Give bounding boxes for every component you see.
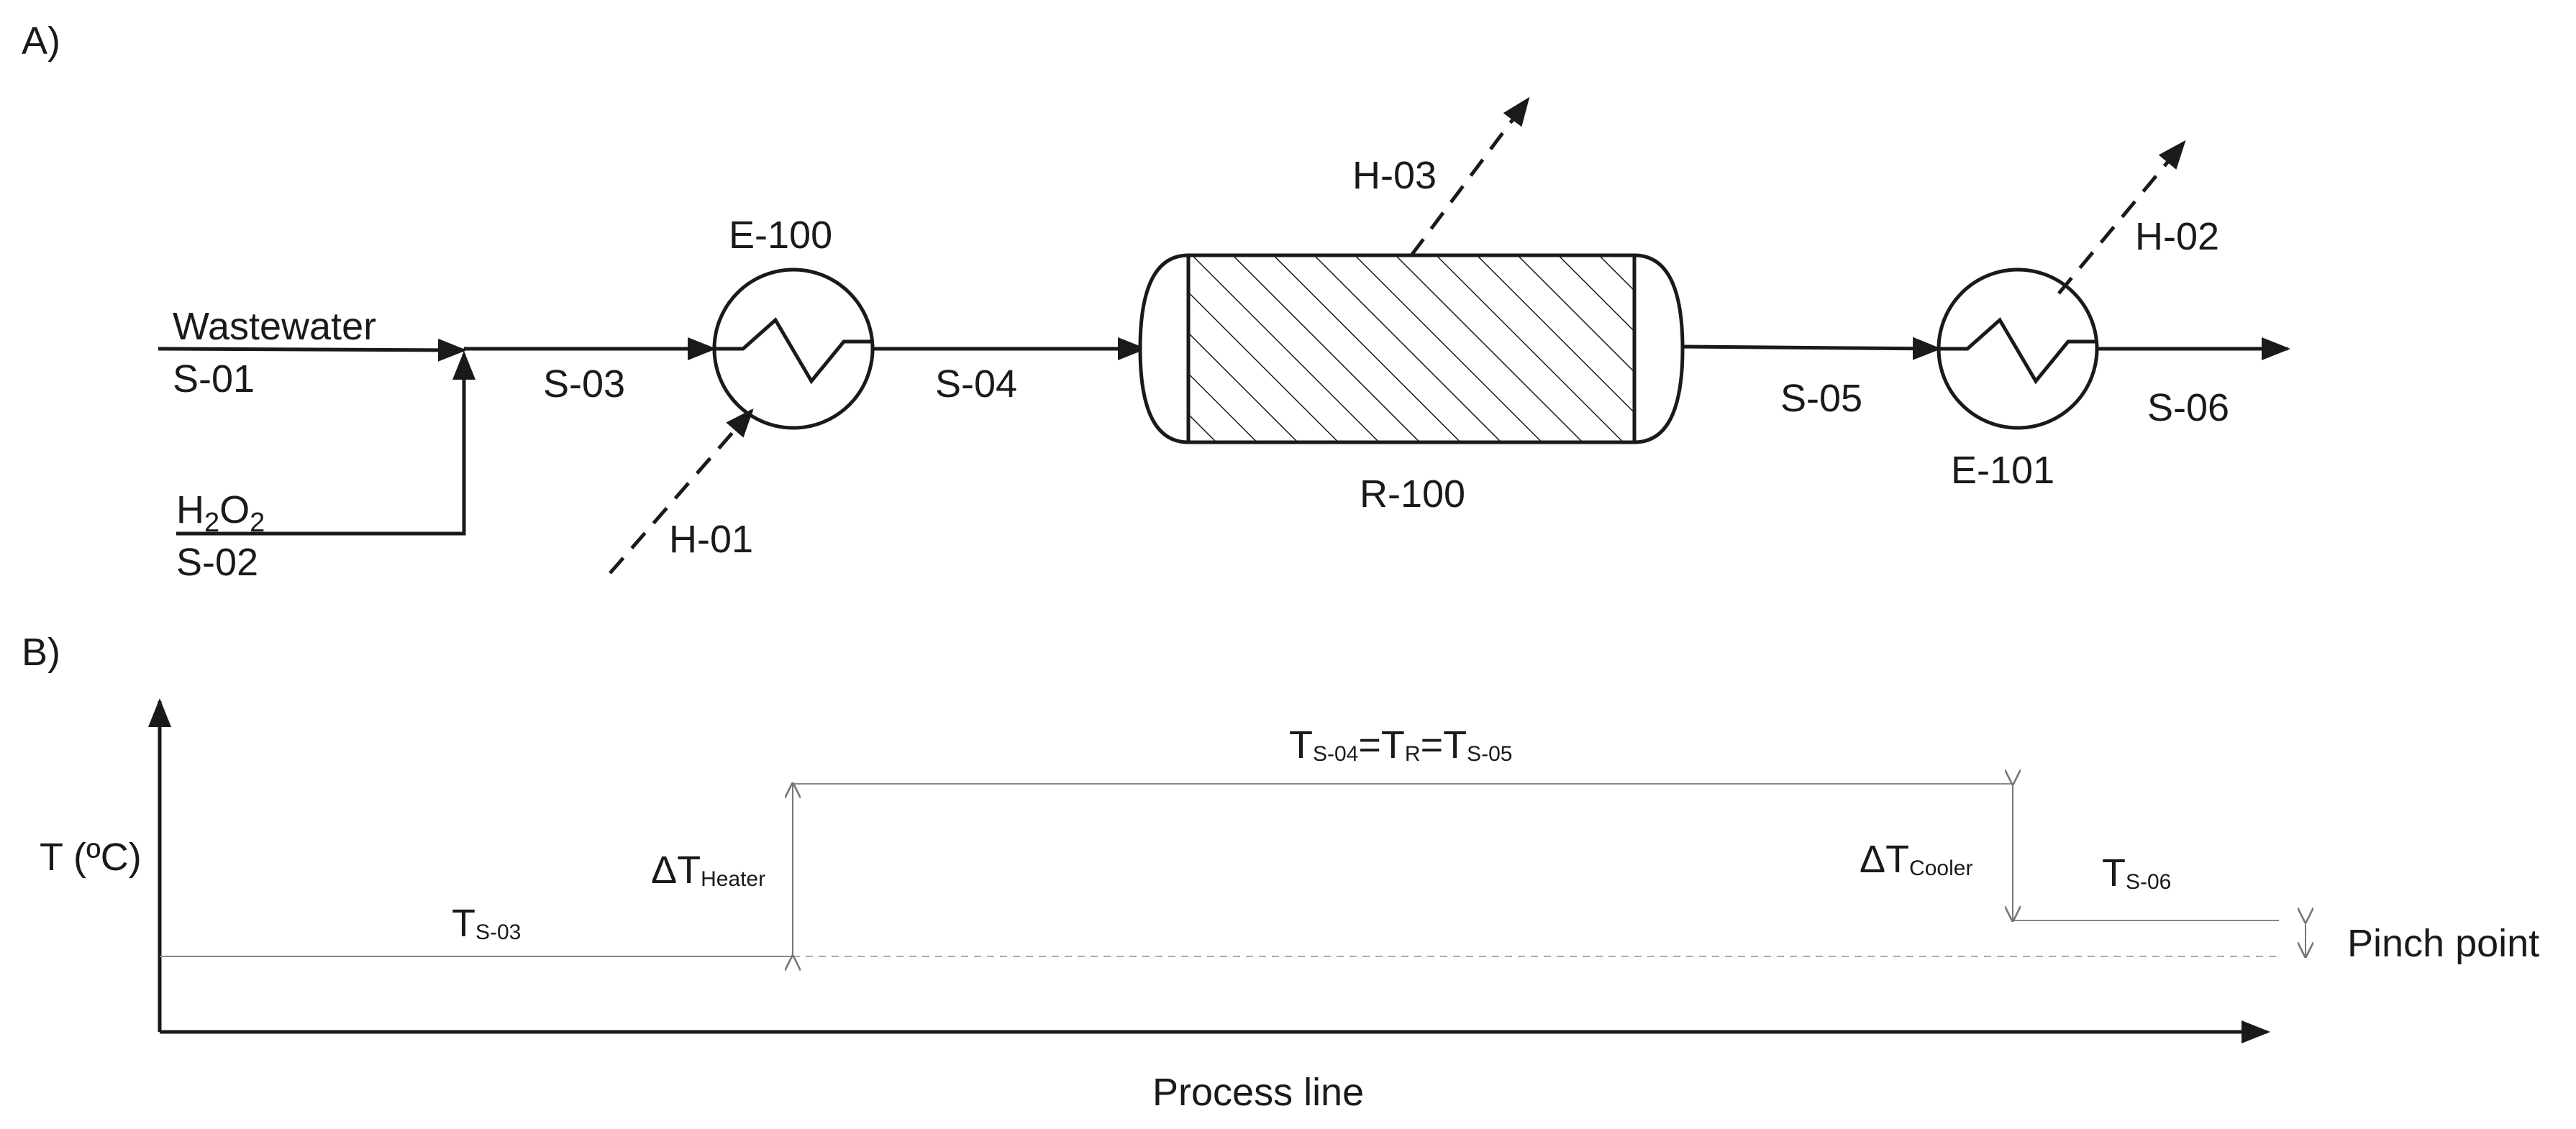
ts06-label: TS-06 — [2102, 851, 2171, 895]
reactor-temperature-label: TS-04=TR=TS-05 — [1289, 723, 1512, 767]
y-axis-label: T (ºC) — [40, 836, 142, 879]
stream-s05-line — [1682, 337, 1942, 360]
x-axis-label: Process line — [1152, 1071, 1364, 1114]
e100-label: E-100 — [729, 214, 832, 257]
s06-label: S-06 — [2147, 386, 2229, 429]
s02-label: S-02 — [176, 541, 258, 584]
s01-label: S-01 — [173, 357, 255, 401]
s05-label: S-05 — [1780, 377, 1862, 420]
dt-heater-label: ΔTHeater — [651, 849, 765, 892]
r100-label: R-100 — [1360, 472, 1465, 516]
heat-stream-h01 — [609, 408, 754, 575]
wastewater-label: Wastewater — [173, 305, 376, 348]
h2o2-label: H2O2 — [176, 488, 265, 538]
h01-label: H-01 — [669, 518, 753, 561]
s04-label: S-04 — [935, 362, 1017, 406]
e101-label: E-101 — [1951, 449, 2054, 492]
panel-b-label: B) — [22, 631, 60, 674]
h03-label: H-03 — [1352, 154, 1437, 197]
pinch-point-label: Pinch point — [2347, 922, 2539, 965]
panel-a-label: A) — [22, 19, 60, 63]
reactor-r100 — [1138, 253, 1685, 444]
stream-s02-line — [176, 351, 475, 536]
heat-exchanger-e100 — [712, 268, 875, 430]
dt-cooler-label: ΔTCooler — [1860, 838, 1972, 881]
h02-label: H-02 — [2135, 215, 2219, 258]
heat-exchanger-e101 — [1936, 268, 2099, 430]
ts03-label: TS-03 — [452, 902, 521, 945]
s03-label: S-03 — [543, 362, 625, 406]
stream-s01-line — [158, 338, 467, 362]
